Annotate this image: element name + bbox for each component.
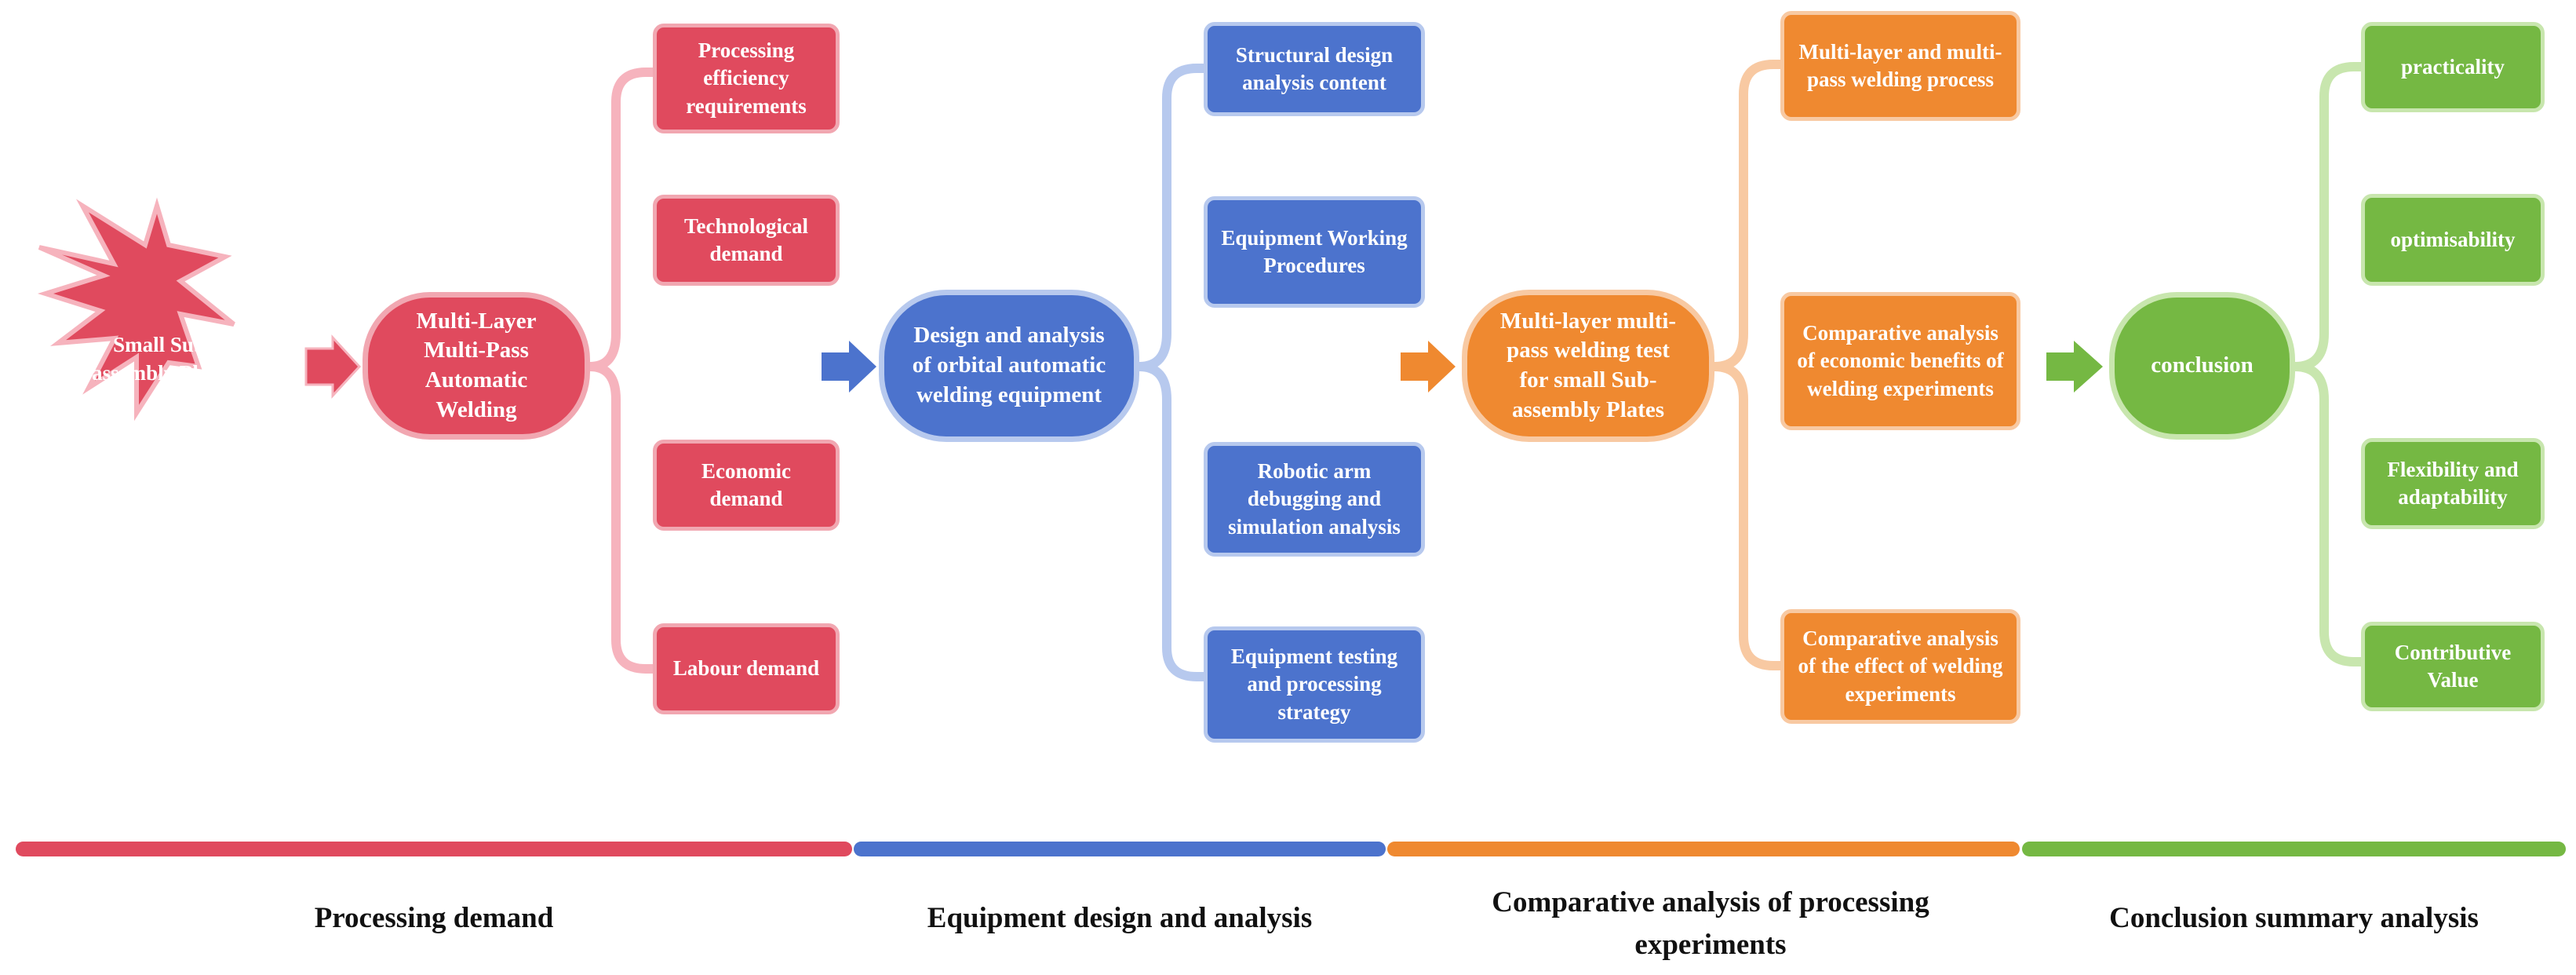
stage-main-node: Multi-layer multi-pass welding test for … xyxy=(1462,290,1714,442)
connector-group-processing xyxy=(585,68,662,674)
stage-item-node: practicality xyxy=(2361,22,2545,112)
starburst-shape xyxy=(37,197,235,422)
stage-item-node: Technological demand xyxy=(653,195,840,286)
stage-main-node: Design and analysis of orbital automatic… xyxy=(879,290,1139,442)
right-arrow-icon xyxy=(2046,341,2103,393)
phase-label: Equipment design and analysis xyxy=(927,902,1313,935)
phase-label: Processing demand xyxy=(314,902,554,935)
phase-bar-equipment xyxy=(854,842,1386,856)
stage-item-node: Comparative analysis of economic benefit… xyxy=(1780,292,2020,430)
phase-bar-conclusion xyxy=(2022,842,2566,856)
start-label: Small Sub-assembly Plates xyxy=(92,332,234,385)
stage-item-node: Labour demand xyxy=(653,623,840,714)
stage-item-node: optimisability xyxy=(2361,194,2545,286)
connector-group-experiments xyxy=(1710,60,1790,670)
stage-main-node: conclusion xyxy=(2109,292,2295,440)
phase-bar-experiments xyxy=(1387,842,2020,856)
stage-item-node: Structural design analysis content xyxy=(1204,22,1425,116)
stage-item-node: Processing efficiency requirements xyxy=(653,24,840,133)
stage-item-node: Flexibility and adaptability xyxy=(2361,438,2545,529)
stage-item-node: Economic demand xyxy=(653,440,840,531)
stage-item-node: Comparative analysis of the effect of we… xyxy=(1780,609,2020,724)
phase-label: Comparative analysis of processing exper… xyxy=(1492,886,1929,961)
right-arrow-icon xyxy=(304,334,362,399)
connector-group-equipment xyxy=(1135,64,1213,681)
phase-bar-processing xyxy=(16,842,852,856)
connector-group-conclusion xyxy=(2290,62,2370,666)
stage-item-node: Equipment Working Procedures xyxy=(1204,196,1425,308)
phase-label: Conclusion summary analysis xyxy=(2109,902,2479,935)
stage-item-node: Equipment testing and processing strateg… xyxy=(1204,626,1425,743)
right-arrow-icon xyxy=(822,341,876,393)
stage-item-node: Contributive Value xyxy=(2361,622,2545,711)
stage-item-node: Multi-layer and multi-pass welding proce… xyxy=(1780,11,2020,121)
right-arrow-icon xyxy=(1401,341,1456,393)
stage-main-node: Multi-Layer Multi-Pass Automatic Welding xyxy=(363,292,590,440)
stage-item-node: Robotic arm debugging and simulation ana… xyxy=(1204,442,1425,557)
